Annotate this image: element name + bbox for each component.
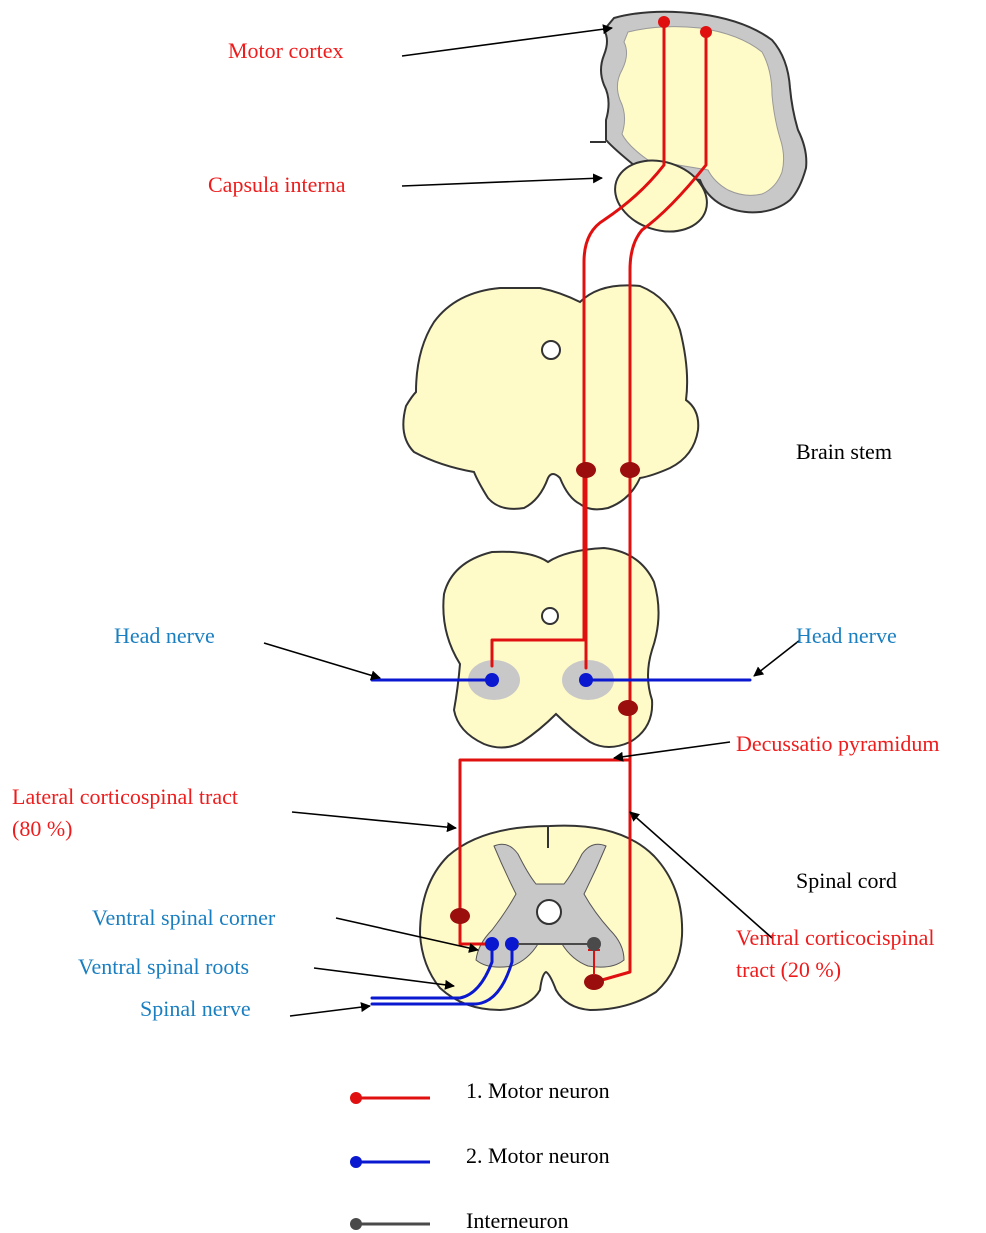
- lateral-tract-cell-body: [450, 908, 470, 924]
- legend-upper-motor-dot: [350, 1092, 362, 1104]
- brainstem-lower-section: [443, 548, 658, 748]
- head-nerve-soma-right: [579, 673, 593, 687]
- label-ventral-tract-2: tract (20 %): [736, 957, 841, 982]
- label-spinal-cord: Spinal cord: [796, 868, 897, 893]
- label-lateral-tract-1: Lateral corticospinal tract: [12, 784, 238, 809]
- cortex-neuron-soma-2: [700, 26, 712, 38]
- label-head-nerve-right: Head nerve: [796, 623, 897, 648]
- label-head-nerve-left: Head nerve: [114, 623, 215, 648]
- head-nerve-soma-left: [485, 673, 499, 687]
- legend-interneuron-dot: [350, 1218, 362, 1230]
- legend-label-upper-motor: 1. Motor neuron: [466, 1078, 610, 1103]
- legend-lower-motor-dot: [350, 1156, 362, 1168]
- ventral-tract-cell-body: [584, 974, 604, 990]
- label-motor-cortex: Motor cortex: [228, 38, 343, 63]
- label-ventral-corner: Ventral spinal corner: [92, 905, 276, 930]
- brainstem-cell-body-2: [620, 462, 640, 478]
- spinal-motor-soma-2: [505, 937, 519, 951]
- label-decussatio: Decussatio pyramidum: [736, 731, 939, 756]
- brainstem-upper-section: [403, 285, 698, 509]
- spinal-motor-soma-1: [485, 937, 499, 951]
- brainstem-cell-body-1: [576, 462, 596, 478]
- medulla-central-canal: [542, 608, 558, 624]
- legend-label-lower-motor: 2. Motor neuron: [466, 1143, 610, 1168]
- medulla-cell-body: [618, 700, 638, 716]
- interneuron-soma: [587, 937, 601, 951]
- label-lateral-tract-2: (80 %): [12, 816, 72, 841]
- cortex-neuron-soma-1: [658, 16, 670, 28]
- label-ventral-roots: Ventral spinal roots: [78, 954, 249, 979]
- legend-icons: [350, 1092, 430, 1230]
- brainstem-aqueduct: [542, 341, 560, 359]
- label-spinal-nerve: Spinal nerve: [140, 996, 251, 1021]
- label-brain-stem: Brain stem: [796, 439, 892, 464]
- spinal-central-canal: [537, 900, 561, 924]
- label-ventral-tract-1: Ventral corticocispinal: [736, 925, 935, 950]
- label-capsula-interna: Capsula interna: [208, 172, 346, 197]
- legend-label-interneuron: Interneuron: [466, 1208, 569, 1233]
